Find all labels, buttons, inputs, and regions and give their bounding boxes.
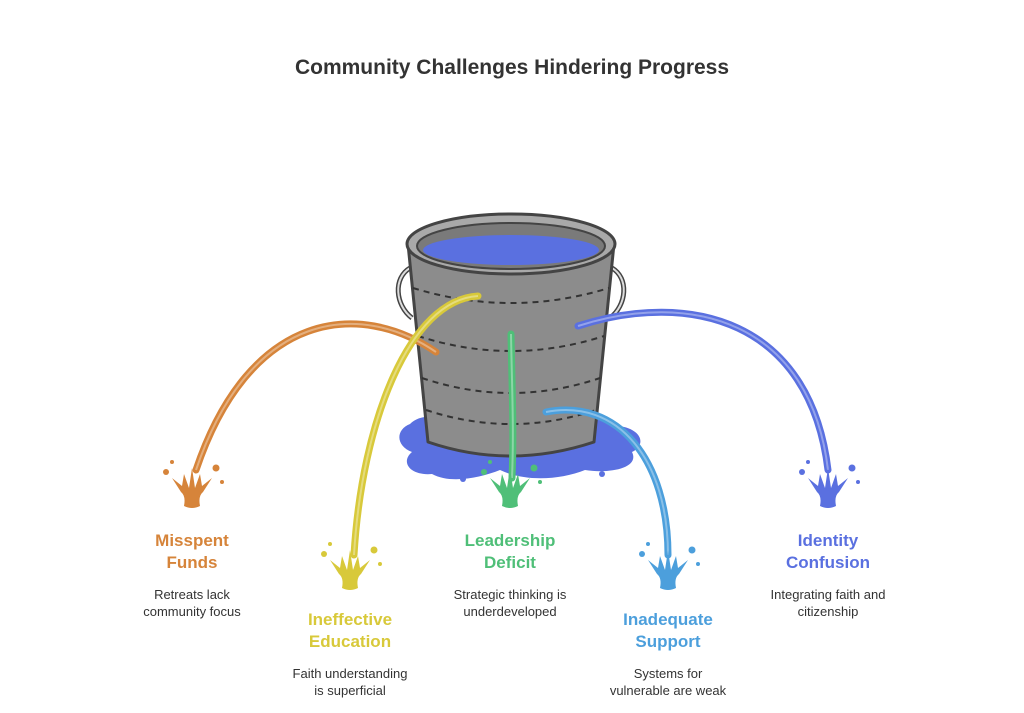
- water-droplet: [599, 471, 605, 477]
- ineffective-education-title-line: Education: [308, 632, 392, 651]
- identity-confusion-title-line: Confusion: [785, 553, 871, 572]
- leadership-deficit-description-line: underdeveloped: [463, 604, 557, 619]
- ineffective-education-leak-stream: [350, 292, 482, 559]
- inadequate-support-title-line: Inadequate: [623, 610, 713, 629]
- bucket-handle: [397, 267, 413, 319]
- leadership-deficit-splash: [481, 460, 542, 508]
- misspent-funds-leak-highlight: [195, 322, 437, 471]
- bucket-hoop: [417, 335, 605, 352]
- water-surface: [423, 235, 599, 265]
- inadequate-support-title-line: Support: [635, 632, 701, 651]
- misspent-funds-description: Retreats lack community focus: [102, 586, 282, 620]
- misspent-funds-splash: [163, 460, 224, 508]
- inadequate-support-leak-highlight: [545, 409, 669, 556]
- ineffective-education-description-line: Faith understanding: [292, 666, 408, 681]
- leadership-deficit-description: Strategic thinking is underdeveloped: [420, 586, 600, 620]
- ineffective-education-splash: [321, 542, 382, 590]
- identity-confusion-leak-highlight: [577, 311, 829, 471]
- identity-confusion-splash: [799, 460, 860, 508]
- identity-confusion-title-line: Identity: [797, 531, 859, 550]
- leadership-deficit-leak-stream: [507, 330, 517, 482]
- identity-confusion-leak-stream: [574, 308, 832, 474]
- ineffective-education-description: Faith understanding is superficial: [260, 665, 440, 699]
- inadequate-support-description-line: vulnerable are weak: [609, 683, 727, 698]
- misspent-funds-title-line: Misspent: [155, 531, 229, 550]
- leadership-deficit-description-line: Strategic thinking is: [453, 587, 567, 602]
- ineffective-education-title-line: Ineffective: [307, 610, 393, 629]
- identity-confusion-description-line: Integrating faith and: [770, 587, 886, 602]
- identity-confusion-description-line: citizenship: [797, 604, 859, 619]
- bucket-hoop: [412, 287, 610, 304]
- misspent-funds-description-line: community focus: [143, 604, 241, 619]
- misspent-funds-leak-stream: [192, 320, 440, 474]
- inadequate-support-leak-stream: [542, 406, 672, 559]
- misspent-funds-description-line: Retreats lack: [154, 587, 230, 602]
- identity-confusion-description: Integrating faith and citizenship: [738, 586, 918, 620]
- ineffective-education-description-line: is superficial: [314, 683, 386, 698]
- leadership-deficit-title-line: Deficit: [484, 553, 536, 572]
- water-droplet: [460, 476, 466, 482]
- leadership-deficit-title-line: Leadership: [464, 531, 556, 550]
- ineffective-education-leak-highlight: [353, 295, 479, 556]
- leadership-deficit-leak-highlight: [510, 333, 514, 479]
- inadequate-support-splash: [639, 542, 700, 590]
- inadequate-support-description-line: Systems for: [633, 666, 703, 681]
- diagram-title: Community Challenges Hindering Progress: [294, 56, 730, 79]
- inadequate-support-description: Systems for vulnerable are weak: [578, 665, 758, 699]
- misspent-funds-title-line: Funds: [166, 553, 218, 572]
